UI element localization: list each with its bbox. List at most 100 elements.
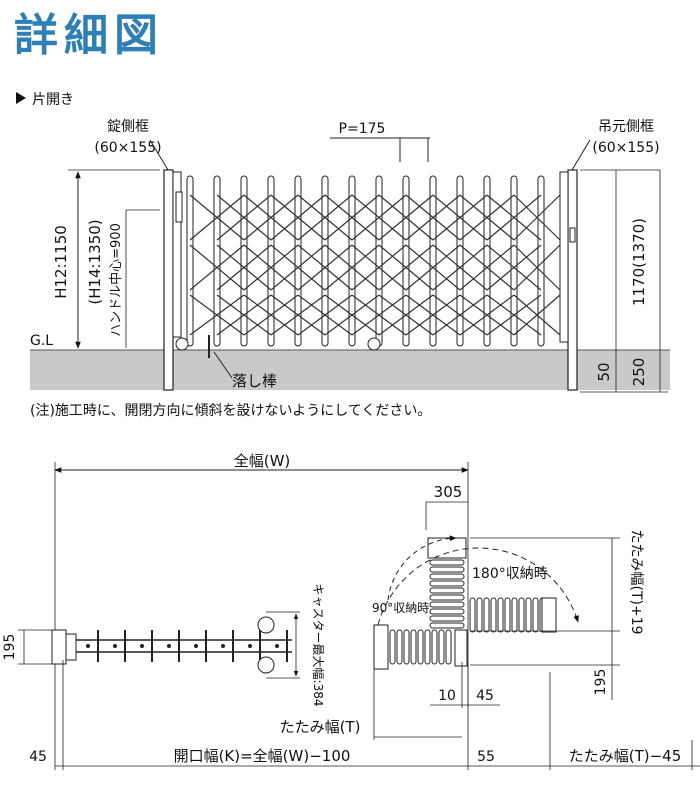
- gate-bar: [240, 175, 248, 347]
- folded-end: [427, 537, 467, 559]
- lattice-strut: [216, 194, 272, 241]
- right-height: 1170(1370): [630, 218, 648, 306]
- lattice-strut: [351, 294, 407, 336]
- gate-lattice: [189, 194, 561, 336]
- caster-wheel-plan: [257, 656, 275, 674]
- folded-bar: [511, 597, 518, 633]
- drop-rod-label: 落し棒: [232, 372, 277, 390]
- dim-45-mid: 45: [476, 688, 494, 704]
- plan-pin: [113, 644, 117, 648]
- dim-195-left: 195: [2, 634, 18, 661]
- gate-bar: [321, 175, 329, 347]
- dim-250: 250: [630, 358, 648, 387]
- folded-bar: [396, 629, 403, 665]
- plan-pin: [86, 644, 90, 648]
- hinge-side-post: [567, 169, 578, 391]
- lattice-strut: [216, 294, 272, 336]
- folded-bar: [518, 597, 525, 633]
- folded-minus: たたみ幅(T)−45: [569, 747, 682, 765]
- dim-195-right: 195: [593, 669, 609, 696]
- folded-bar: [504, 597, 511, 633]
- folded-gate-horizontal: [469, 597, 557, 633]
- folded-bar: [429, 573, 465, 580]
- folded-bar: [532, 597, 539, 633]
- lattice-strut: [513, 294, 561, 336]
- lattice-strut: [378, 194, 434, 241]
- folded-bar: [445, 629, 452, 665]
- folded-bar: [429, 587, 465, 594]
- lattice-strut: [297, 244, 353, 291]
- lattice-strut: [432, 294, 488, 336]
- folded-gate-90: [373, 624, 452, 670]
- lattice-strut: [486, 244, 542, 291]
- gate-bar: [429, 175, 437, 347]
- gate-bar: [294, 175, 302, 347]
- height-h12: H12:1150: [52, 225, 70, 299]
- folded-bar: [403, 629, 410, 665]
- hinge-post-label: 吊元側框: [598, 119, 654, 135]
- folded-bar: [417, 629, 424, 665]
- lattice-strut: [324, 244, 380, 291]
- page-title: 詳細図: [14, 10, 164, 61]
- folded-bar: [429, 594, 465, 601]
- lattice-strut: [513, 194, 561, 241]
- gate-bar: [213, 175, 221, 347]
- gate-bar: [483, 175, 491, 347]
- gate-bar: [348, 175, 356, 347]
- height-h14: (H14:1350): [86, 219, 104, 304]
- lattice-strut: [270, 294, 326, 336]
- gate-bar: [402, 175, 410, 347]
- plan-hinge-post: [454, 629, 468, 667]
- plan-view: 全幅(W) キャスター最大幅:384 195 180°収納時 90°収納時 30…: [2, 452, 700, 770]
- lock-post-label: 錠側框: [107, 119, 149, 135]
- lattice-strut: [405, 194, 461, 241]
- lattice-strut: [270, 194, 326, 241]
- lattice-strut: [459, 294, 515, 336]
- section-label: 片開き: [32, 92, 74, 108]
- caster-wheel: [367, 337, 381, 351]
- caster-max-width: キャスター最大幅:384: [311, 584, 326, 707]
- plan-pin: [194, 644, 198, 648]
- dim-10: 10: [438, 688, 456, 704]
- lattice-strut: [297, 194, 353, 241]
- construction-note: (注)施工時に、開閉方向に傾斜を設けないようにしてください。: [30, 403, 431, 419]
- folded-bar: [476, 597, 483, 633]
- plan-pin: [221, 644, 225, 648]
- lattice-strut: [486, 194, 542, 241]
- angle-90-label: 90°収納時: [372, 601, 429, 615]
- plan-pin: [248, 644, 252, 648]
- folded-end: [373, 624, 389, 670]
- folded-bar: [483, 597, 490, 633]
- lattice-strut: [189, 244, 245, 291]
- pitch-label: P=175: [339, 121, 386, 137]
- lattice-strut: [243, 194, 299, 241]
- folded-bar: [525, 597, 532, 633]
- folded-bar: [429, 608, 465, 615]
- caster-wheel-plan: [257, 616, 275, 634]
- folded-bar: [438, 629, 445, 665]
- opening-width: 開口幅(K)=全幅(W)−100: [174, 747, 351, 765]
- folded-plus: たたみ幅(T)+19: [628, 529, 644, 634]
- lattice-strut: [378, 294, 434, 336]
- handle: [175, 191, 183, 223]
- plan-gate-chain: [76, 630, 292, 662]
- folded-bar: [469, 597, 476, 633]
- lattice-strut: [486, 294, 542, 336]
- dim-305: 305: [434, 483, 463, 501]
- lattice-strut: [459, 194, 515, 241]
- lattice-strut: [432, 194, 488, 241]
- gate-bar: [375, 175, 383, 347]
- dim-55: 55: [477, 749, 495, 765]
- plan-lock-post: [51, 629, 67, 665]
- lattice-strut: [189, 294, 245, 336]
- lock-post-size: (60×155): [94, 140, 161, 156]
- lattice-strut: [216, 244, 272, 291]
- lattice-strut: [189, 194, 245, 241]
- folded-width: たたみ幅(T): [280, 718, 361, 736]
- hinge-post-size: (60×155): [592, 140, 659, 156]
- folded-bar: [490, 597, 497, 633]
- folded-bar: [429, 615, 465, 622]
- folded-bar: [429, 622, 465, 629]
- gate-bar: [186, 175, 194, 347]
- folded-bar: [389, 629, 396, 665]
